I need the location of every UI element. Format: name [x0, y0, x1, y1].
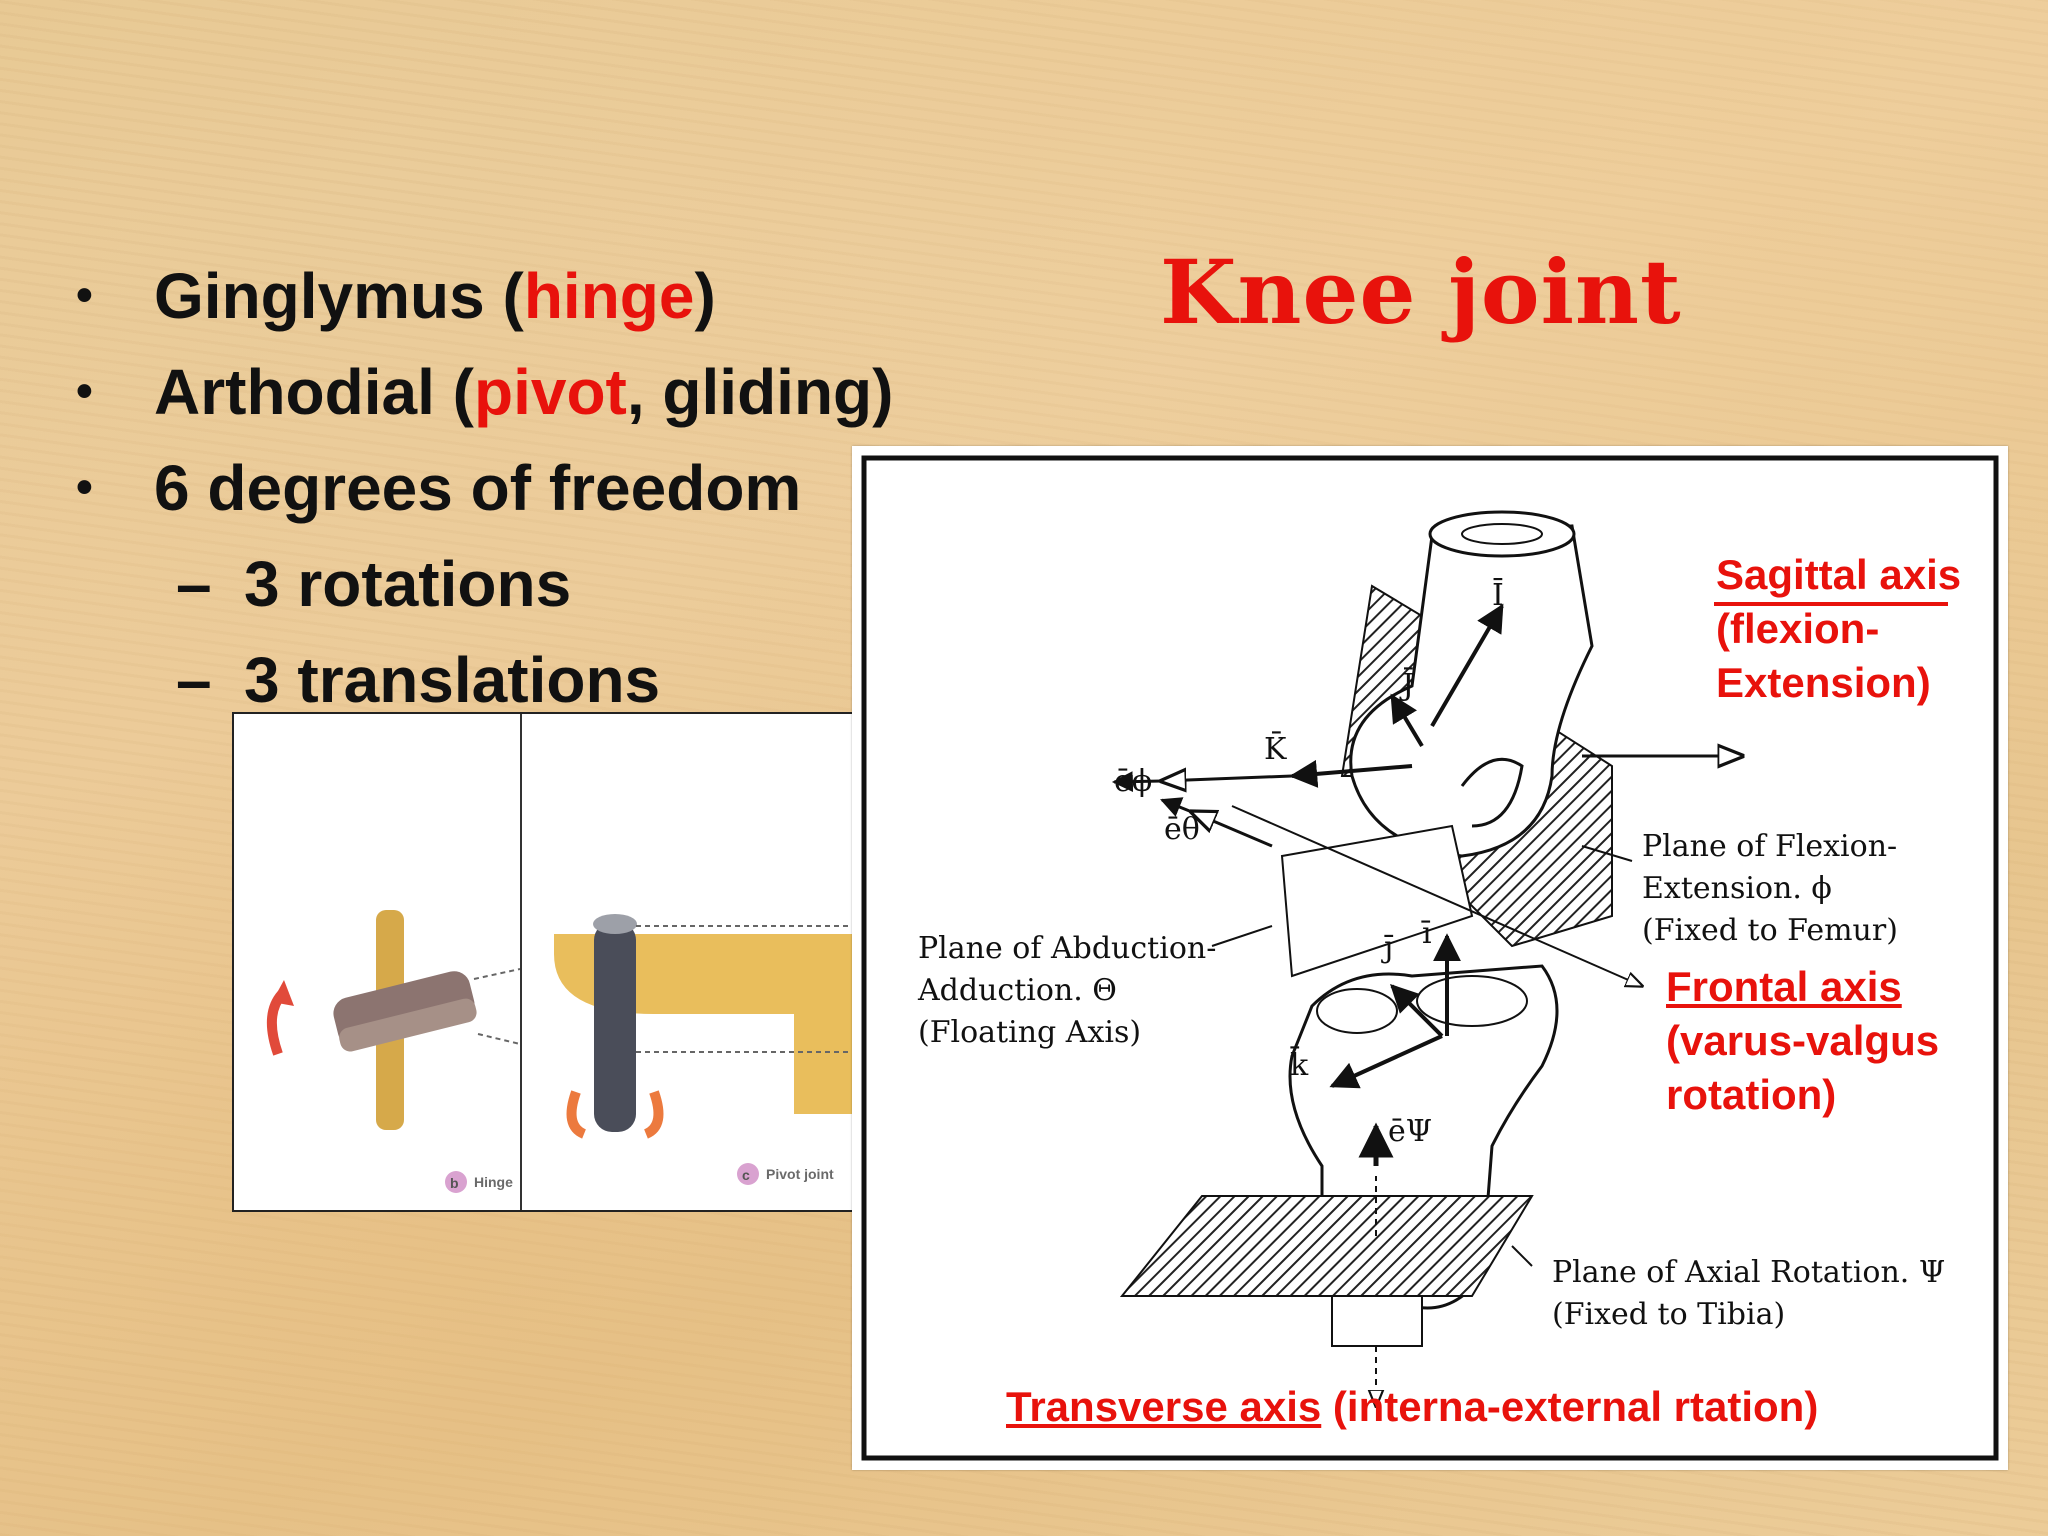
- vector-j-label: j̄: [1384, 930, 1394, 965]
- bullet-marker: •: [76, 461, 93, 514]
- sagittal-axis-label: Sagittal axis (flexion- Extension): [1716, 548, 1961, 710]
- abduction-plane-shape: [1280, 824, 1474, 978]
- bullet-item: •Ginglymus (hinge): [70, 248, 893, 344]
- sub-bullet-item: –3 translations: [70, 632, 893, 728]
- dash-marker: –: [176, 644, 212, 716]
- vector-k-label: k̄: [1290, 1048, 1309, 1083]
- axial-plane-label: Plane of Axial Rotation. Ψ (Fixed to Tib…: [1552, 1255, 1946, 1332]
- vector-e-theta-label: ēθ: [1164, 812, 1200, 847]
- hinge-badge: b: [450, 1175, 459, 1191]
- transverse-axis-label: Transverse axis (interna-external rtatio…: [1006, 1383, 1819, 1430]
- slide-title: Knee joint: [1160, 240, 1682, 344]
- femur-shape: [1349, 524, 1594, 858]
- vector-J-label: J̄: [1402, 668, 1415, 703]
- pivot-joint-illustration: c: [554, 914, 890, 1185]
- bullet-marker: •: [76, 365, 93, 418]
- sagittal-axis-name: Sagittal axis: [1716, 551, 1962, 598]
- pivot-badge: c: [742, 1167, 750, 1183]
- vector-I-label: Ī: [1492, 578, 1504, 613]
- highlight-text: pivot: [473, 356, 627, 428]
- knee-diagram-art: [861, 455, 1999, 1461]
- frontal-axis-name: Frontal axis: [1666, 963, 1902, 1010]
- vector-e-phi-label: ēϕ: [1114, 764, 1153, 799]
- bullet-marker: •: [76, 269, 93, 322]
- abduction-plane-label: Plane of Abduction- Adduction. Θ (Floati…: [918, 931, 1217, 1050]
- vector-i-label: ī: [1422, 916, 1432, 951]
- joint-illustrations-art: b c: [266, 910, 890, 1193]
- pivot-caption: Pivot joint: [766, 1166, 834, 1182]
- hinge-caption: Hinge: [474, 1174, 513, 1190]
- flexion-plane-label: Plane of Flexion- Extension. ϕ (Fixed to…: [1642, 829, 1898, 948]
- panel-divider: [520, 714, 522, 1210]
- bullet-list: •Ginglymus (hinge) •Arthodial (pivot, gl…: [70, 248, 893, 728]
- vector-e-psi-label: ēΨ: [1388, 1114, 1433, 1149]
- diagram-frame: [861, 455, 1999, 1461]
- hinge-joint-illustration: b: [266, 910, 521, 1193]
- sub-bullet-item: –3 rotations: [70, 536, 893, 632]
- transverse-axis-name: Transverse axis: [1006, 1383, 1322, 1430]
- bullet-item: •Arthodial (pivot, gliding): [70, 344, 893, 440]
- axial-plane-shape: [1119, 1195, 1534, 1297]
- bullet-item: •6 degrees of freedom: [70, 440, 893, 536]
- highlight-text: hinge: [523, 260, 695, 332]
- vector-K-label: K̄: [1264, 732, 1287, 767]
- frontal-axis-label: Frontal axis (varus-valgus rotation): [1666, 960, 1939, 1122]
- joint-illustrations-panel: b c Hinge Pivot joint: [232, 712, 892, 1212]
- knee-axes-diagram: Ī J̄ K̄ ēϕ ēθ ī j̄ k̄ ēΨ Plane of Flexio…: [852, 446, 2008, 1470]
- dash-marker: –: [176, 548, 212, 620]
